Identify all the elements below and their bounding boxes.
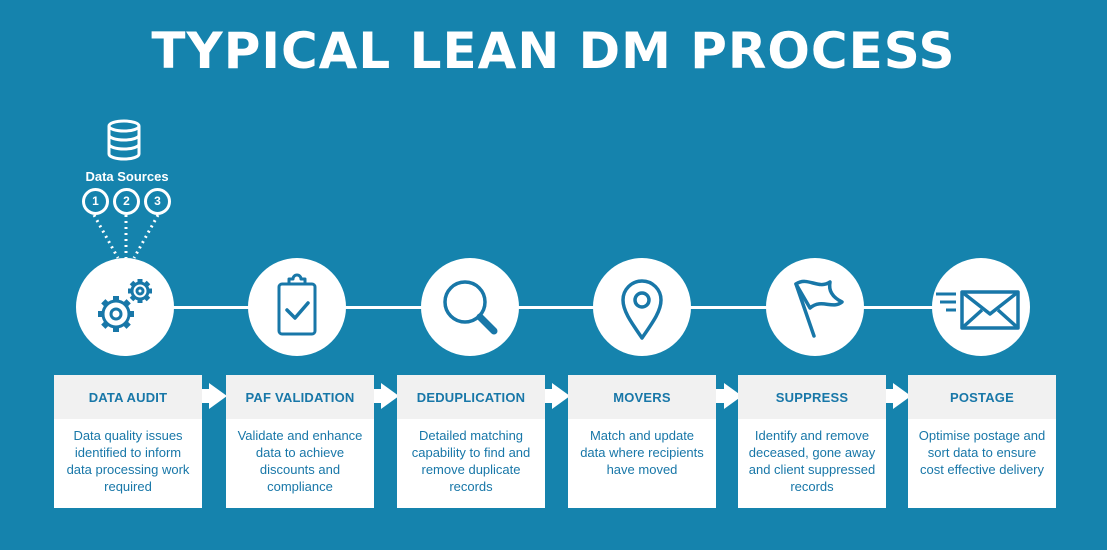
page-title: TYPICAL LEAN DM PROCESS xyxy=(151,22,956,80)
map-pin-icon xyxy=(621,279,663,340)
step-arrow-3 xyxy=(552,383,570,409)
envelope-icon xyxy=(936,290,1020,330)
step-card-suppress: SUPPRESS Identify and remove deceased, g… xyxy=(738,375,886,508)
data-sources-group: Data Sources 1 2 3 xyxy=(74,118,184,259)
database-icon xyxy=(92,119,160,259)
step-arrow-stem-5 xyxy=(885,389,895,403)
data-source-3: 3 xyxy=(144,188,171,215)
step-title: POSTAGE xyxy=(908,375,1056,419)
step-arrow-stem-3 xyxy=(544,389,554,403)
data-source-2: 2 xyxy=(113,188,140,215)
step-card-movers: MOVERS Match and update data where recip… xyxy=(568,375,716,508)
step-title: DATA AUDIT xyxy=(54,375,202,419)
data-source-1: 1 xyxy=(82,188,109,215)
step-title: SUPPRESS xyxy=(738,375,886,419)
data-sources-label: Data Sources xyxy=(85,169,169,184)
step-description: Detailed matching capability to find and… xyxy=(411,428,531,494)
process-connector-line xyxy=(125,306,985,309)
step-arrow-stem-4 xyxy=(716,389,726,403)
step-deduplication-circle xyxy=(421,258,519,356)
step-title: MOVERS xyxy=(568,375,716,419)
step-postage-circle xyxy=(932,258,1030,356)
step-data-audit-circle xyxy=(76,258,174,356)
step-description: Identify and remove deceased, gone away … xyxy=(748,428,876,494)
step-card-postage: POSTAGE Optimise postage and sort data t… xyxy=(908,375,1056,508)
step-arrow-4 xyxy=(724,383,742,409)
step-suppress-circle xyxy=(766,258,864,356)
step-arrow-5 xyxy=(893,383,911,409)
step-description: Data quality issues identified to inform… xyxy=(66,428,190,494)
step-arrow-stem-1 xyxy=(201,389,211,403)
flag-icon xyxy=(794,279,844,338)
step-description: Optimise postage and sort data to ensure… xyxy=(918,428,1046,477)
gears-icon xyxy=(98,279,152,332)
step-arrow-stem-2 xyxy=(373,389,383,403)
step-card-data-audit: DATA AUDIT Data quality issues identifie… xyxy=(54,375,202,508)
step-movers-circle xyxy=(593,258,691,356)
magnifier-icon xyxy=(443,280,498,335)
step-arrow-2 xyxy=(381,383,399,409)
step-title: PAF VALIDATION xyxy=(226,375,374,419)
step-card-deduplication: DEDUPLICATION Detailed matching capabili… xyxy=(397,375,545,508)
step-title: DEDUPLICATION xyxy=(397,375,545,419)
step-paf-validation-circle xyxy=(248,258,346,356)
step-arrow-1 xyxy=(209,383,227,409)
step-card-paf-validation: PAF VALIDATION Validate and enhance data… xyxy=(226,375,374,508)
step-description: Validate and enhance data to achieve dis… xyxy=(237,428,363,494)
step-description: Match and update data where recipients h… xyxy=(580,428,704,477)
clipboard-check-icon xyxy=(277,273,317,336)
